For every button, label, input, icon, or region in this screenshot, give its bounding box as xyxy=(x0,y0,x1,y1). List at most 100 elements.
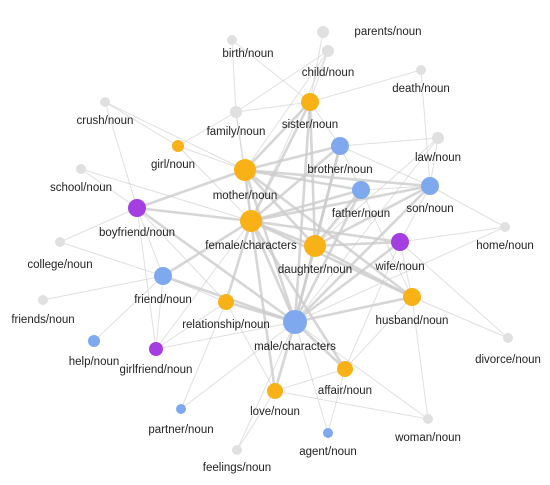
node-son[interactable] xyxy=(421,177,439,195)
node-feelings[interactable] xyxy=(232,445,242,455)
node-college[interactable] xyxy=(55,237,65,247)
node-home[interactable] xyxy=(500,222,510,232)
edge-daughter-brother xyxy=(313,145,342,247)
node-male[interactable] xyxy=(283,310,307,334)
edge-sister-death xyxy=(309,69,422,103)
edge-husband-father xyxy=(360,189,413,298)
edge-love-feelings xyxy=(236,390,276,451)
edge-male-father xyxy=(293,189,363,323)
edge-mother-child xyxy=(244,50,329,171)
label-agent: agent/noun xyxy=(299,446,357,458)
label-male: male/characters xyxy=(254,341,336,353)
label-girl: girl/noun xyxy=(151,159,195,171)
node-sister[interactable] xyxy=(301,93,319,111)
node-affair[interactable] xyxy=(337,361,353,377)
edge-female-girl xyxy=(177,145,252,222)
edge-boyfriend-friend xyxy=(136,207,164,277)
edge-mother-crush xyxy=(104,101,246,171)
edge-male-law xyxy=(294,137,439,323)
label-family: family/noun xyxy=(207,126,266,138)
edge-friend-relationship xyxy=(162,275,227,303)
edge-husband-divorce xyxy=(411,296,509,339)
edge-love-affair xyxy=(274,368,346,392)
edge-mother-boyfriend xyxy=(136,168,246,210)
node-school[interactable] xyxy=(76,164,86,174)
node-mother[interactable] xyxy=(234,159,256,181)
label-relationship: relationship/noun xyxy=(182,319,270,331)
node-relationship[interactable] xyxy=(218,294,234,310)
edge-relationship-love xyxy=(225,301,276,392)
edge-wife-home xyxy=(399,226,506,243)
node-child[interactable] xyxy=(322,45,334,57)
edge-sister-family xyxy=(235,101,311,113)
node-family[interactable] xyxy=(230,106,242,118)
label-daughter: daughter/noun xyxy=(278,264,352,276)
edge-female-father xyxy=(250,188,362,223)
edge-relationship-partner xyxy=(180,301,227,410)
edge-husband-affair xyxy=(344,296,413,370)
label-divorce: divorce/noun xyxy=(475,354,541,366)
node-love[interactable] xyxy=(267,383,283,399)
node-female[interactable] xyxy=(240,210,262,232)
node-divorce[interactable] xyxy=(503,333,513,343)
node-father[interactable] xyxy=(352,181,370,199)
edge-female-love xyxy=(249,220,277,392)
edge-mother-son xyxy=(244,168,431,188)
edge-family-child xyxy=(235,50,329,113)
edge-mother-father xyxy=(244,168,362,192)
edge-friend-friends xyxy=(42,275,164,301)
node-death[interactable] xyxy=(416,65,426,75)
node-friends[interactable] xyxy=(38,295,48,305)
node-girl[interactable] xyxy=(172,140,184,152)
edge-husband-woman xyxy=(411,296,429,420)
edge-female-son xyxy=(250,184,431,223)
label-friend: friend/noun xyxy=(134,294,192,306)
node-husband[interactable] xyxy=(403,288,421,306)
node-friend[interactable] xyxy=(154,267,172,285)
edge-friend-college xyxy=(59,241,164,277)
edge-male-son xyxy=(294,185,431,323)
label-son: son/noun xyxy=(406,203,453,215)
node-agent[interactable] xyxy=(323,428,333,438)
label-love: love/noun xyxy=(250,406,300,418)
edge-male-girlfriend xyxy=(155,321,296,350)
edge-female-child xyxy=(250,50,329,222)
label-husband: husband/noun xyxy=(376,315,449,327)
edge-girl-crush xyxy=(104,101,179,147)
edge-father-son xyxy=(360,185,431,191)
label-sister: sister/noun xyxy=(282,119,338,131)
edge-female-male xyxy=(249,220,297,323)
edge-male-agent xyxy=(294,321,329,434)
label-affair: affair/noun xyxy=(318,385,372,397)
node-help[interactable] xyxy=(88,335,100,347)
edge-mother-sister xyxy=(244,101,311,171)
node-girlfriend[interactable] xyxy=(149,342,163,356)
label-girlfriend: girlfriend/noun xyxy=(120,364,193,376)
edge-relationship-girlfriend xyxy=(155,301,227,350)
node-birth[interactable] xyxy=(227,35,237,45)
edge-girl-family xyxy=(177,111,237,147)
edge-family-birth xyxy=(231,39,237,113)
edge-male-partner xyxy=(180,321,296,410)
node-crush[interactable] xyxy=(100,97,110,107)
label-boyfriend: boyfriend/noun xyxy=(99,227,175,239)
edge-female-girlfriend xyxy=(155,220,252,350)
node-parents[interactable] xyxy=(317,26,329,38)
edge-female-boyfriend xyxy=(136,206,252,223)
node-boyfriend[interactable] xyxy=(128,199,146,217)
label-school: school/noun xyxy=(50,182,112,194)
edge-wife-husband xyxy=(399,241,413,298)
label-home: home/noun xyxy=(476,240,534,252)
label-death: death/noun xyxy=(392,83,450,95)
label-partner: partner/noun xyxy=(148,424,213,436)
edge-daughter-husband xyxy=(314,244,413,299)
node-daughter[interactable] xyxy=(304,235,326,257)
node-brother[interactable] xyxy=(331,137,349,155)
node-partner[interactable] xyxy=(176,404,186,414)
edge-male-mother xyxy=(243,169,297,323)
edge-daughter-law xyxy=(314,137,439,247)
node-woman[interactable] xyxy=(423,414,433,424)
node-wife[interactable] xyxy=(391,233,409,251)
node-law[interactable] xyxy=(432,132,444,144)
